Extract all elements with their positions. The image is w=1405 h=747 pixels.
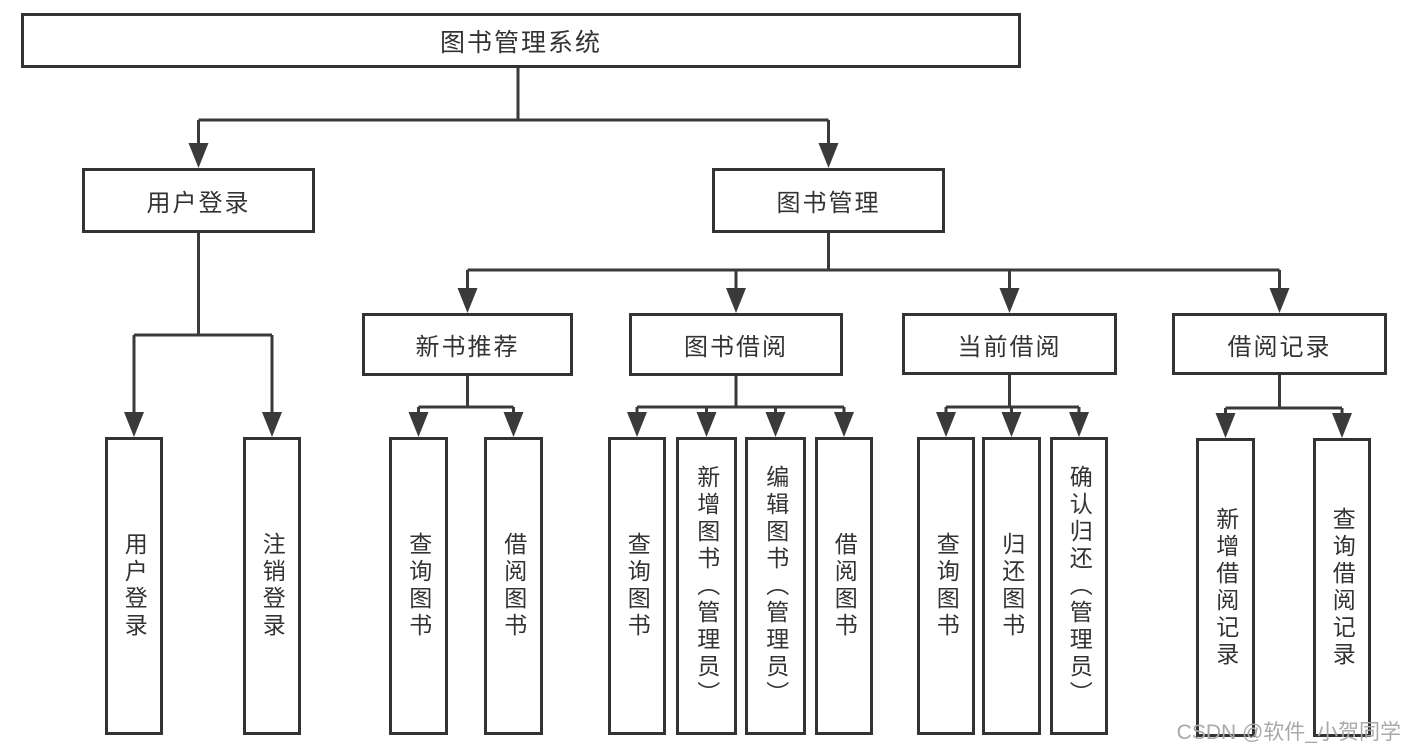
arrowhead [1332,413,1352,438]
arrowhead [457,288,478,313]
arrowhead [262,412,282,437]
leaf-label: 查询图书 [933,532,960,640]
arrowhead [188,143,209,168]
leaf-label: 查询借阅记录 [1329,506,1356,669]
leaf-current-query-book: 查询图书 [917,437,975,735]
arrowhead [1269,288,1290,313]
node-label: 图书管理系统 [439,28,602,57]
leaf-recommend-query-book: 查询图书 [389,437,448,735]
connector-borrow-record-to-leaves [1224,375,1344,416]
leaf-label: 借阅图书 [831,532,858,640]
arrowhead [696,412,717,437]
leaf-user-login: 用户登录 [105,437,163,735]
leaf-label: 确认归还（管理员） [1066,464,1093,708]
node-new-book-recommend: 新书推荐 [362,313,573,376]
leaf-borrow-edit-book-admin: 编辑图书（管理员） [745,437,806,735]
leaf-borrow-query-book: 查询图书 [608,437,666,735]
arrowhead-group [124,143,1352,438]
leaf-label: 查询图书 [405,532,432,640]
node-book-management: 图书管理 [712,168,945,233]
node-label: 图书借阅 [684,334,788,361]
connector-book-borrow-to-leaves [635,376,846,415]
arrowhead [1069,412,1089,437]
arrowhead [936,412,956,437]
leaf-record-query-borrow-record: 查询借阅记录 [1313,438,1371,737]
leaf-label: 编辑图书（管理员） [762,464,789,708]
arrowhead [1001,412,1022,437]
node-borrow-record: 借阅记录 [1172,313,1387,375]
arrowhead [124,412,144,437]
node-book-borrow: 图书借阅 [629,313,843,376]
leaf-label: 新增借阅记录 [1212,506,1239,669]
arrowhead [818,143,839,168]
node-label: 当前借阅 [957,333,1062,361]
arrowhead [834,412,854,437]
leaf-label: 新增图书（管理员） [693,464,720,708]
node-label: 图书管理 [776,190,881,217]
leaf-recommend-borrow-book: 借阅图书 [484,437,543,735]
connector-new-book-rec-to-leaves [417,376,515,415]
arrowhead [408,412,429,437]
leaf-borrow-add-book-admin: 新增图书（管理员） [676,437,737,735]
leaf-label: 借阅图书 [500,532,527,640]
node-label: 用户登录 [146,190,251,217]
connector-current-borrow-to-leaves [944,375,1081,415]
node-user-login: 用户登录 [82,168,315,233]
node-root-system: 图书管理系统 [21,13,1021,68]
leaf-borrow-borrow-book: 借阅图书 [815,437,873,735]
arrowhead [999,288,1020,313]
arrowhead [1215,413,1236,438]
arrowhead [503,412,524,437]
arrowhead [765,412,786,437]
leaf-current-confirm-return-admin: 确认归还（管理员） [1050,437,1108,735]
connector-root-to-level2 [197,68,830,146]
connector-user-login-to-leaves [132,233,274,415]
leaf-logout: 注销登录 [243,437,301,735]
leaf-label: 用户登录 [121,532,148,640]
leaf-record-add-borrow-record: 新增借阅记录 [1196,438,1255,737]
arrowhead [627,412,647,437]
connector-book-mgmt-to-level3 [466,233,1281,291]
node-current-borrow: 当前借阅 [902,313,1117,375]
arrowhead [726,288,746,313]
leaf-label: 查询图书 [624,532,651,640]
csdn-watermark: CSDN @软件_小贺同学 [1176,721,1401,744]
node-label: 借阅记录 [1227,333,1332,361]
leaf-label: 注销登录 [259,532,286,640]
leaf-label: 归还图书 [998,532,1025,640]
node-label: 新书推荐 [415,334,520,361]
leaf-current-return-book: 归还图书 [982,437,1041,735]
